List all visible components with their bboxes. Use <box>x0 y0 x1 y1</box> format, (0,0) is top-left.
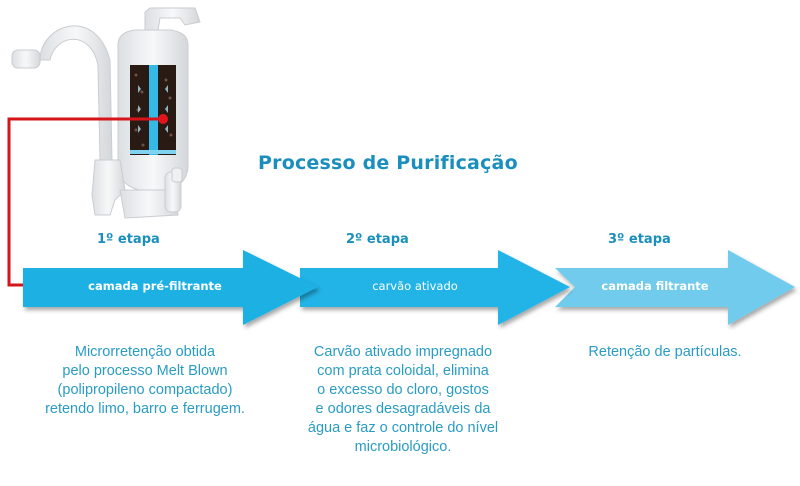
stage-3-label: 3º etapa <box>608 232 671 247</box>
stage-3-arrow-text: camada filtrante <box>601 279 709 293</box>
stage-1-arrow-text: camada pré-filtrante <box>88 279 222 293</box>
stage-3-description: Retenção de partículas. <box>588 344 742 360</box>
stage-1-label: 1º etapa <box>97 232 160 247</box>
stage-1-description: Microrretenção obtida pelo processo Melt… <box>45 344 245 417</box>
arrow-stage-1 <box>23 250 318 325</box>
stage-2-description: Carvão ativado impregnado com prata colo… <box>307 344 499 455</box>
stage-2-arrow-text: carvão ativado <box>372 279 458 293</box>
stage-2-label: 2º etapa <box>346 232 409 247</box>
faucet-illustration <box>11 7 201 219</box>
diagram-title: Processo de Purificação <box>258 152 518 174</box>
arrow-stage-2 <box>300 250 570 325</box>
arrow-stage-3 <box>555 250 795 325</box>
